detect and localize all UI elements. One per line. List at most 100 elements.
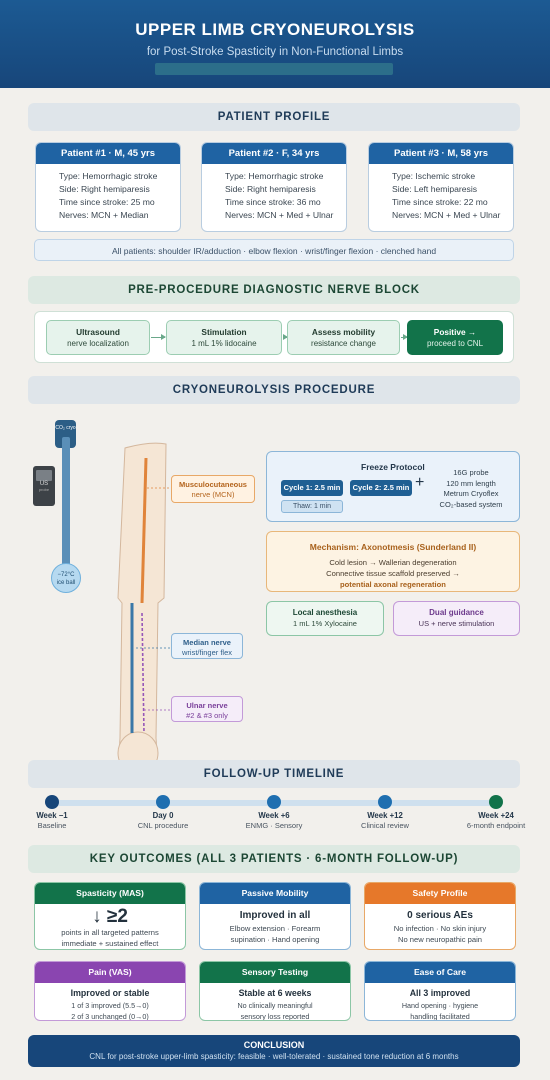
- spasticity-value: ≥2: [106, 906, 128, 927]
- section-timeline: FOLLOW-UP TIMELINE: [28, 760, 520, 788]
- patient-time: Time since stroke: 22 mo: [392, 197, 488, 207]
- outcome-main: Stable at 6 weeks: [238, 988, 312, 998]
- timeline-label: Week −1: [36, 811, 68, 820]
- header: UPPER LIMB CRYONEUROLYSIS for Post-Strok…: [0, 0, 550, 88]
- patient-nerves: Nerves: MCN + Med + Ulnar: [392, 210, 501, 220]
- cryo-probe-shaft: [62, 437, 70, 572]
- us-label: US: [39, 481, 49, 487]
- patient-header: Patient #3 · M, 58 yrs: [369, 143, 513, 164]
- outcome-line: immediate + sustained effect: [61, 938, 159, 948]
- mechanism-line: potential axonal regeneration: [340, 580, 446, 589]
- label-median: Median nerve wrist/finger flex: [171, 633, 243, 659]
- local-title: Local anesthesia: [292, 608, 358, 617]
- arm-diagram: [117, 442, 172, 775]
- ice-temp: −72°C: [57, 572, 75, 578]
- ice-ball: −72°C ice ball: [51, 563, 81, 593]
- dual-desc: US + nerve stimulation: [418, 619, 495, 628]
- freeze-cycle-1: Cycle 1: 2.5 min: [281, 480, 343, 496]
- outcome-line: Hand opening · hygiene: [401, 1001, 479, 1010]
- dual-title: Dual guidance: [429, 608, 484, 617]
- outcome-main: All 3 improved: [409, 988, 471, 998]
- outcome-spasticity: Spasticity (MAS) ↓ ≥2 points in all targ…: [34, 882, 186, 950]
- flow-step-title: Assess mobility: [311, 327, 376, 337]
- patient-side: Side: Right hemiparesis: [225, 184, 316, 194]
- local-anesthesia-box: Local anesthesia 1 mL 1% Xylocaine: [266, 601, 384, 636]
- freeze-spec: Metrum Cryoflex: [443, 489, 499, 498]
- section-patient-profile: PATIENT PROFILE: [28, 103, 520, 131]
- timeline-dot: [267, 795, 281, 809]
- mechanism-box: Mechanism: Axonotmesis (Sunderland II) C…: [266, 531, 520, 592]
- mechanism-line: Connective tissue scaffold preserved →: [326, 569, 460, 578]
- freeze-thaw: Thaw: 1 min: [281, 500, 343, 513]
- outcome-main: 0 serious AEs: [407, 910, 473, 921]
- conclusion-title: CONCLUSION: [243, 1040, 305, 1050]
- section-nerve-block: PRE-PROCEDURE DIAGNOSTIC NERVE BLOCK: [28, 276, 520, 304]
- flow-step-ultrasound: Ultrasound nerve localization: [46, 320, 150, 355]
- outcome-line: handling facilitated: [410, 1011, 470, 1021]
- patient-type: Type: Ischemic stroke: [392, 171, 476, 181]
- mcn-name: Musculocutaneous: [179, 480, 247, 489]
- ice-label: ice ball: [56, 580, 76, 586]
- outcome-title: Sensory Testing: [200, 962, 350, 983]
- patient-card-3: Patient #3 · M, 58 yrs Type: Ischemic st…: [368, 142, 514, 232]
- flow-arrow: [401, 334, 408, 340]
- conclusion-text: CNL for post-stroke upper-limb spasticit…: [89, 1052, 459, 1061]
- outcome-safety: Safety Profile 0 serious AEs No infectio…: [364, 882, 516, 950]
- flow-step-assess: Assess mobility resistance change: [287, 320, 400, 355]
- timeline-label: Week +12: [367, 811, 403, 820]
- label-mcn: Musculocutaneous nerve (MCN): [171, 475, 255, 503]
- arm-outline: [117, 442, 167, 771]
- flow-step-desc: nerve localization: [67, 339, 129, 348]
- outcome-line: No new neuropathic pain: [397, 934, 482, 944]
- outcome-main: Improved in all: [239, 910, 311, 921]
- patient-time: Time since stroke: 36 mo: [225, 197, 321, 207]
- timeline-dot: [156, 795, 170, 809]
- patient-type: Type: Hemorrhagic stroke: [59, 171, 158, 181]
- outcome-line: Elbow extension · Forearm: [229, 924, 321, 933]
- freeze-protocol-box: Freeze Protocol Cycle 1: 2.5 min Cycle 2…: [266, 451, 520, 522]
- flow-arrow: [151, 334, 166, 340]
- outcome-line: points in all targeted patterns: [61, 928, 159, 937]
- local-desc: 1 mL 1% Xylocaine: [293, 619, 357, 628]
- page-title: UPPER LIMB CRYONEUROLYSIS: [135, 20, 415, 39]
- flow-step-title: Ultrasound: [76, 327, 120, 337]
- outcome-mobility: Passive Mobility Improved in all Elbow e…: [199, 882, 351, 950]
- timeline-dot: [378, 795, 392, 809]
- mcn-nerve-line: [140, 457, 148, 604]
- flow-step-title: Positive →: [433, 327, 477, 337]
- timeline-dot: [45, 795, 59, 809]
- outcome-line: supination · Hand opening: [230, 934, 320, 944]
- outcome-title: Passive Mobility: [200, 883, 350, 904]
- freeze-cycle-2: Cycle 2: 2.5 min: [350, 480, 412, 496]
- label-ulnar: Ulnar nerve #2 & #3 only: [171, 696, 243, 722]
- patient-type: Type: Hemorrhagic stroke: [225, 171, 324, 181]
- timeline-label: Week +6: [258, 811, 290, 820]
- conclusion-box: CONCLUSION CNL for post-stroke upper-lim…: [28, 1035, 520, 1067]
- outcome-main: Improved or stable: [70, 988, 150, 998]
- outcome-line: sensory loss reported: [240, 1011, 310, 1021]
- dual-guidance-box: Dual guidance US + nerve stimulation: [393, 601, 520, 636]
- patient-nerves: Nerves: MCN + Median: [59, 210, 149, 220]
- median-sub: wrist/finger flex: [181, 648, 232, 657]
- freeze-spec: 120 mm length: [446, 478, 496, 488]
- outcome-pain: Pain (VAS) Improved or stable 1 of 3 imp…: [34, 961, 186, 1021]
- timeline-desc: ENMG · Sensory: [245, 821, 303, 830]
- patient-card-1: Patient #1 · M, 45 yrs Type: Hemorrhagic…: [35, 142, 181, 232]
- ulnar-name: Ulnar nerve: [186, 701, 228, 710]
- mechanism-line: Cold lesion → Wallerian degeneration: [329, 558, 457, 567]
- page-subtitle: for Post-Stroke Spasticity in Non-Functi…: [146, 46, 404, 58]
- section-outcomes: KEY OUTCOMES (ALL 3 PATIENTS · 6-MONTH F…: [28, 845, 520, 873]
- flow-step-desc: resistance change: [311, 339, 376, 348]
- patient-header: Patient #1 · M, 45 yrs: [36, 143, 180, 164]
- us-sublabel: probe: [38, 487, 50, 492]
- flow-step-title: Stimulation: [201, 327, 247, 337]
- section-procedure: CRYONEUROLYSIS PROCEDURE: [28, 376, 520, 404]
- ulnar-sub: #2 & #3 only: [186, 711, 228, 720]
- ultrasound-device: US probe: [33, 466, 55, 506]
- header-bar: [155, 63, 393, 75]
- ultrasound-screen: [36, 470, 52, 481]
